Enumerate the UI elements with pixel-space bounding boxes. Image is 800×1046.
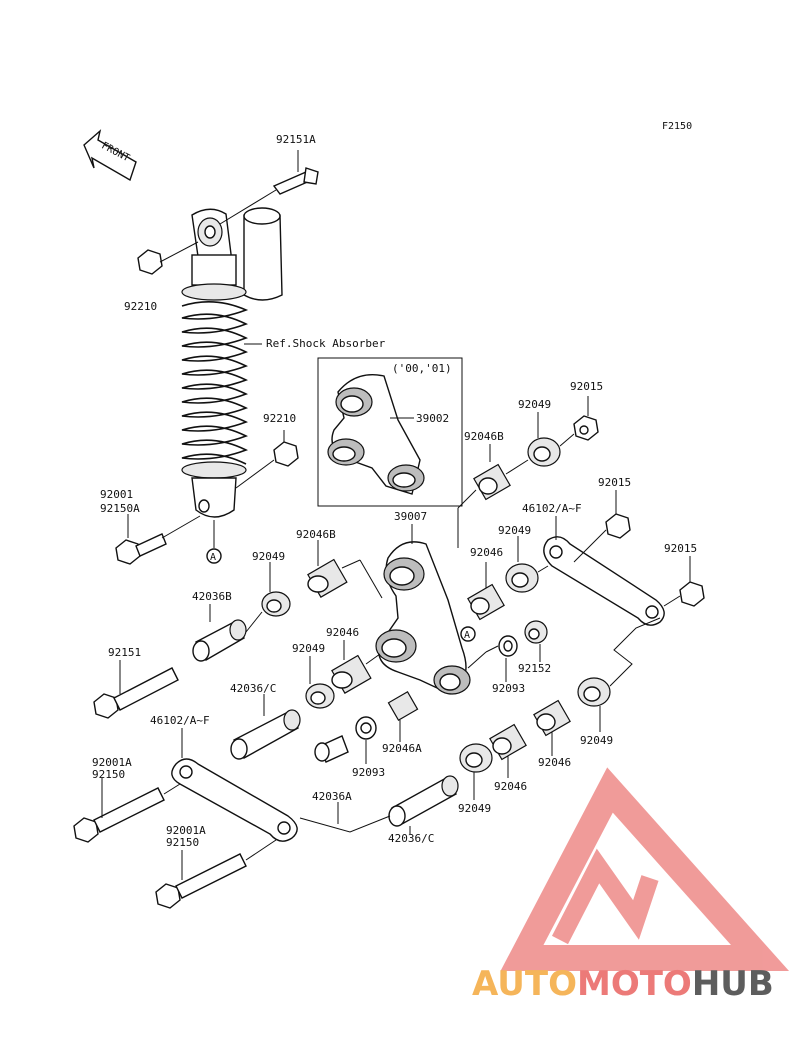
label-92015-top: 92015 bbox=[570, 380, 603, 393]
link-46102-right bbox=[543, 536, 665, 626]
nut-92210-top bbox=[137, 249, 163, 275]
label-92049-low: 92049 bbox=[458, 802, 491, 815]
rocker-arm-39002 bbox=[327, 374, 425, 495]
shock-absorber bbox=[181, 207, 283, 548]
marker-a-right bbox=[460, 626, 476, 642]
label-92049-mid: 92049 bbox=[498, 524, 531, 537]
label-92046-right: 92046 bbox=[538, 756, 571, 769]
label-92049-top: 92049 bbox=[518, 398, 551, 411]
label-42036B: 42036B bbox=[192, 590, 232, 603]
label-92049-bottom: 92049 bbox=[580, 734, 613, 747]
label-92046-low: 92046 bbox=[494, 780, 527, 793]
bolt-92001A-1 bbox=[73, 778, 181, 843]
watermark-hub: HUB bbox=[692, 964, 774, 1004]
label-92210-top: 92210 bbox=[124, 300, 157, 313]
label-92151A: 92151A bbox=[276, 133, 316, 146]
label-39007: 39007 bbox=[394, 510, 427, 523]
label-42036C-top: 42036/C bbox=[230, 682, 276, 695]
label-92046B-right: 92046B bbox=[464, 430, 504, 443]
label-92001A-2: 92001A bbox=[166, 824, 206, 837]
label-92046-center: 92046 bbox=[326, 626, 359, 639]
collar-42036B bbox=[192, 619, 247, 662]
automotohub-logo bbox=[500, 767, 790, 971]
nut-92015-mid bbox=[605, 513, 631, 539]
label-92210-right: 92210 bbox=[263, 412, 296, 425]
label-92049-left: 92049 bbox=[252, 550, 285, 563]
label-92001A-1: 92001A bbox=[92, 756, 132, 769]
label-42036C-bottom: 42036/C bbox=[388, 832, 434, 845]
collar-42036C-top bbox=[230, 709, 301, 760]
label-92093-right: 92093 bbox=[492, 682, 525, 695]
label-46102-right: 46102/A~F bbox=[522, 502, 582, 515]
label-92150A: 92150A bbox=[100, 502, 140, 515]
label-92151: 92151 bbox=[108, 646, 141, 659]
marker-a-right-label: A bbox=[464, 630, 470, 641]
figure-code: F2150 bbox=[662, 121, 692, 132]
label-92001: 92001 bbox=[100, 488, 133, 501]
marker-a-left-label: A bbox=[210, 552, 216, 563]
label-92152: 92152 bbox=[518, 662, 551, 675]
label-42036A: 42036A bbox=[312, 790, 352, 803]
nut-92210-right bbox=[273, 441, 299, 467]
nut-92015-far bbox=[679, 581, 705, 607]
bearing-92046A bbox=[387, 691, 419, 721]
label-92150-2: 92150 bbox=[166, 836, 199, 849]
label-92150-1: 92150 bbox=[92, 768, 125, 781]
marker-a-left bbox=[206, 548, 222, 564]
bolt-92001 bbox=[115, 514, 201, 565]
bolt-92151A bbox=[219, 150, 319, 225]
label-92093-low: 92093 bbox=[352, 766, 385, 779]
label-92046-mid: 92046 bbox=[470, 546, 503, 559]
watermark-text: AUTOMOTOHUB bbox=[472, 964, 774, 1004]
bolt-92001A-2 bbox=[155, 839, 277, 909]
label-92046B-left: 92046B bbox=[296, 528, 336, 541]
rocker-arm-39007 bbox=[375, 541, 471, 695]
year-label: ('00,'01) bbox=[392, 362, 452, 375]
watermark-moto: MOTO bbox=[577, 964, 692, 1004]
label-92046A: 92046A bbox=[382, 742, 422, 755]
link-46102-left bbox=[171, 758, 298, 842]
spring bbox=[181, 301, 249, 465]
front-arrow-icon: FRONT bbox=[83, 129, 137, 182]
label-46102-left: 46102/A~F bbox=[150, 714, 210, 727]
inset-box bbox=[317, 357, 463, 507]
label-39002: 39002 bbox=[416, 412, 449, 425]
label-92049-center: 92049 bbox=[292, 642, 325, 655]
collar-42036C-bottom bbox=[388, 775, 459, 827]
ref-shock-absorber-label: Ref.Shock Absorber bbox=[266, 337, 386, 350]
label-92015-mid: 92015 bbox=[598, 476, 631, 489]
label-92015-far: 92015 bbox=[664, 542, 697, 555]
bolt-92151 bbox=[93, 660, 179, 719]
watermark-auto: AUTO bbox=[472, 964, 577, 1004]
